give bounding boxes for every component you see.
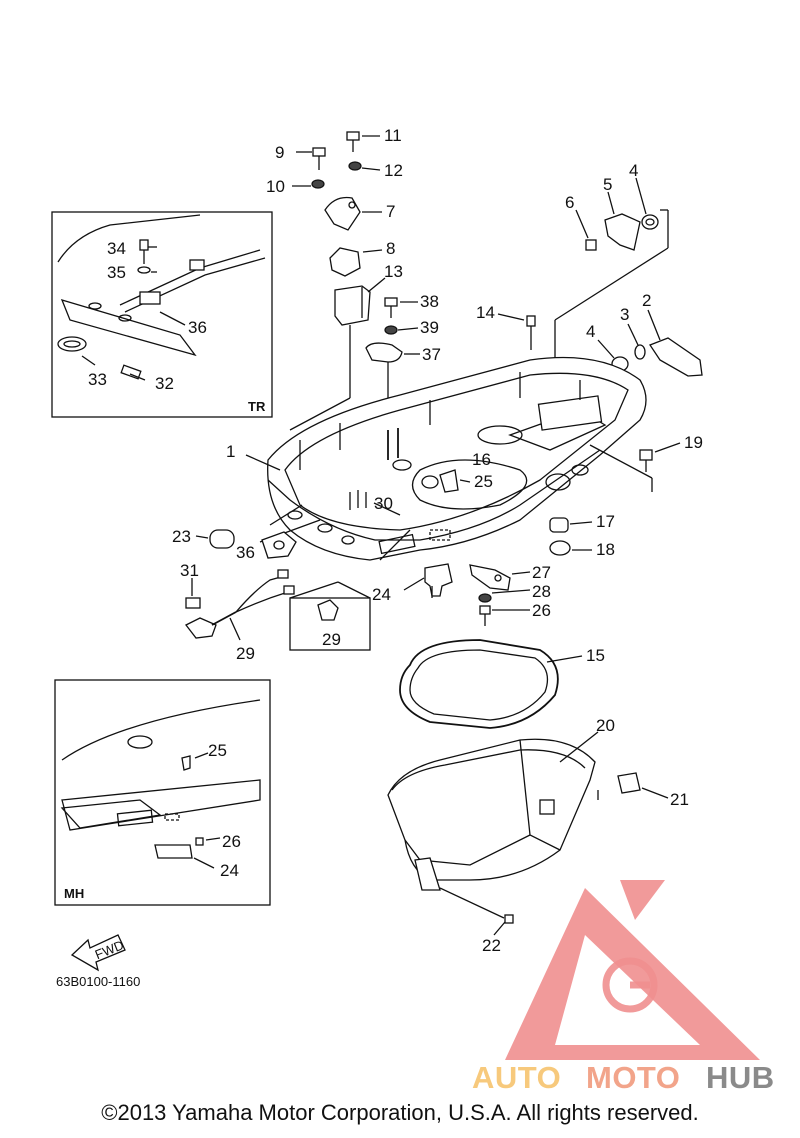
top-hardware — [289, 131, 703, 450]
fwd-label: FWD — [93, 937, 126, 962]
inset-mh-tag: MH — [64, 886, 84, 901]
callout-20: 20 — [596, 716, 615, 735]
callout-17: 17 — [596, 512, 615, 531]
callout-3: 3 — [620, 305, 629, 324]
callout-29: 29 — [236, 644, 255, 663]
center-hardware — [403, 563, 531, 626]
callout-25: 25 — [474, 472, 493, 491]
callout-13: 13 — [384, 262, 403, 281]
callout-34: 34 — [107, 239, 126, 258]
callout-10: 10 — [266, 177, 285, 196]
callout-22: 22 — [482, 936, 501, 955]
callout-6: 6 — [565, 193, 574, 212]
callout-4-upper: 4 — [629, 161, 638, 180]
part-code: 63B0100-1160 — [56, 974, 140, 989]
callout-21: 21 — [670, 790, 689, 809]
inset-mh: MH — [54, 679, 271, 906]
callout-28: 28 — [532, 582, 551, 601]
callout-35: 35 — [107, 263, 126, 282]
callout-31: 31 — [180, 561, 199, 580]
callout-26-mh: 26 — [222, 832, 241, 851]
inset-tr-tag: TR — [248, 399, 266, 414]
callout-24: 24 — [372, 585, 391, 604]
watermark-moto: MOTO — [586, 1060, 680, 1095]
callout-2: 2 — [642, 291, 651, 310]
watermark-auto: AUTO — [472, 1060, 561, 1095]
callout-11: 11 — [384, 126, 402, 145]
callout-23: 23 — [172, 527, 191, 546]
callout-39: 39 — [420, 318, 439, 337]
copyright-notice: ©2013 Yamaha Motor Corporation, U.S.A. A… — [101, 1100, 699, 1125]
callout-33: 33 — [88, 370, 107, 389]
callout-38: 38 — [420, 292, 439, 311]
bottom-cowling — [245, 356, 653, 561]
callout-labels: 1 2 3 4 4 5 6 7 8 9 10 11 12 13 14 15 16… — [172, 126, 703, 955]
callout-36-tr: 36 — [188, 318, 207, 337]
callout-12: 12 — [384, 161, 403, 180]
bottom-pan — [387, 731, 669, 936]
callout-15: 15 — [586, 646, 605, 665]
callout-24-mh: 24 — [220, 861, 239, 880]
callout-1: 1 — [226, 442, 235, 461]
callout-36: 36 — [236, 543, 255, 562]
callout-32: 32 — [155, 374, 174, 393]
callout-7: 7 — [386, 202, 395, 221]
callout-37: 37 — [422, 345, 441, 364]
callout-18: 18 — [596, 540, 615, 559]
cable-and-grommet — [185, 569, 371, 651]
callout-26: 26 — [532, 601, 551, 620]
callout-19: 19 — [684, 433, 703, 452]
watermark-hub: HUB — [706, 1060, 775, 1095]
callout-5: 5 — [603, 175, 612, 194]
callout-27: 27 — [532, 563, 551, 582]
callout-16: 16 — [472, 450, 491, 469]
side-hardware — [195, 442, 681, 559]
callout-4-lower: 4 — [586, 322, 595, 341]
callout-30: 30 — [374, 494, 393, 513]
inset-tr: TR 34 35 36 33 32 — [51, 211, 273, 418]
callout-14: 14 — [476, 303, 495, 322]
fwd-arrow: FWD — [70, 934, 126, 972]
gasket — [399, 639, 583, 729]
callout-8: 8 — [386, 239, 395, 258]
watermark-logo: AUTO MOTO HUB — [472, 880, 775, 1095]
callout-25-mh: 25 — [208, 741, 227, 760]
callout-29-box: 29 — [322, 630, 341, 649]
callout-9: 9 — [275, 143, 284, 162]
